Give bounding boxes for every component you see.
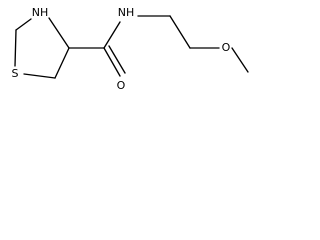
bond-carbonyl-oxygen-2 [108, 45, 126, 74]
bond-carbonyl-oxygen-1 [103, 47, 121, 77]
bond-ring-n-c2 [15, 18, 32, 31]
bond-carbonyl-amide-n [103, 21, 121, 49]
bond-ring-s-c5 [23, 73, 56, 79]
bond-ether-o-methyl [231, 47, 249, 73]
sulfur-label: S [12, 67, 19, 80]
ring-nh-label: NH [32, 6, 49, 19]
carbonyl-oxygen-label: O [117, 79, 126, 92]
amide-nh-label: NH [118, 6, 135, 19]
structure-canvas: NH S O NH O [0, 0, 252, 94]
bond-ch2-ch2 [169, 15, 191, 49]
bond-ring-c4-n [48, 17, 70, 49]
ether-oxygen-label: O [222, 41, 231, 54]
bond-ring-c2-s [14, 29, 17, 67]
molecule-diagram: NH S O NH O [12, 6, 249, 92]
bond-ring-c5-c4 [54, 47, 70, 79]
